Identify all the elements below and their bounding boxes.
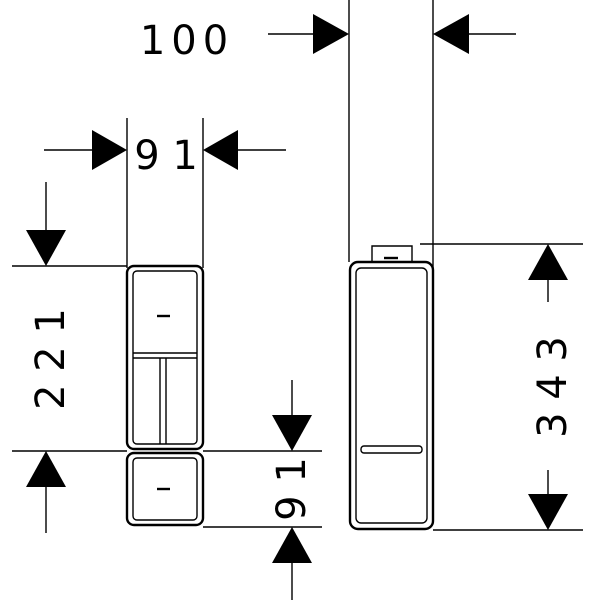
left-unit-upper-cabinet bbox=[125, 264, 205, 451]
right-unit-top-tab bbox=[371, 245, 413, 262]
dimension-width-left-unit: 9 1 bbox=[44, 118, 286, 268]
left-unit-front-view bbox=[125, 264, 205, 527]
arrowhead-221-top bbox=[26, 230, 66, 266]
right-unit-body bbox=[348, 260, 435, 531]
arrowhead-100-right bbox=[433, 14, 469, 54]
dimension-height-right-unit: 3 4 3 bbox=[420, 243, 583, 531]
left-unit-lower-inner bbox=[132, 457, 198, 521]
arrowhead-91-side-top bbox=[272, 415, 312, 451]
dimension-label-343: 3 4 3 bbox=[530, 336, 576, 438]
dimension-label-221: 2 2 1 bbox=[28, 308, 74, 410]
dimension-width-right-unit: 100 bbox=[140, 0, 516, 268]
arrowhead-343-bottom bbox=[528, 494, 568, 530]
dimension-height-left-upper: 2 2 1 bbox=[12, 182, 127, 533]
arrowhead-100-left bbox=[313, 14, 349, 54]
left-unit-lower-drawer bbox=[125, 451, 205, 527]
right-unit-shelf bbox=[360, 445, 423, 454]
dimension-label-100: 100 bbox=[140, 18, 234, 64]
arrowhead-91-right bbox=[203, 130, 238, 170]
arrowhead-343-top bbox=[528, 244, 568, 280]
arrowhead-91-left bbox=[92, 130, 127, 170]
dimension-height-left-lower: 9 1 bbox=[203, 380, 322, 600]
right-unit-side-view bbox=[348, 245, 435, 531]
arrowhead-221-bottom bbox=[26, 451, 66, 487]
dimension-label-91-top: 9 1 bbox=[134, 133, 198, 179]
dimension-label-91-side: 9 1 bbox=[269, 457, 315, 521]
right-unit-body-inner bbox=[355, 267, 428, 524]
arrowhead-91-side-bottom bbox=[272, 527, 312, 563]
